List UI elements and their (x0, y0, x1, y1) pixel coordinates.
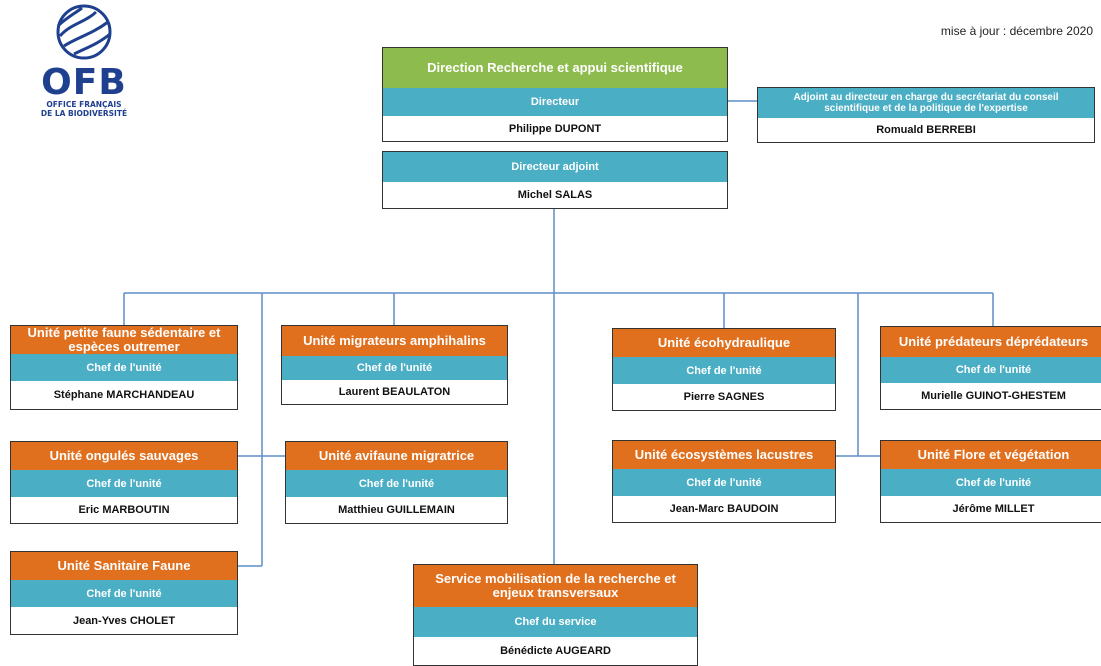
unit-migrateurs-name: Laurent BEAULATON (338, 386, 451, 398)
adjoint-conseil-role: Adjoint au directeur en charge du secrét… (758, 88, 1094, 118)
logo-subtitle: OFFICE FRANÇAIS DE LA BIODIVERSITÉ (30, 100, 138, 118)
deputy-role: Directeur adjoint (383, 152, 727, 182)
unit-predateurs-box: Unité prédateurs déprédateurs Chef de l'… (880, 326, 1101, 410)
service-name: Bénédicte AUGEARD (500, 645, 611, 657)
unit-flore-title: Unité Flore et végétation (881, 441, 1101, 469)
unit-migrateurs-title: Unité migrateurs amphihalins (282, 326, 507, 356)
unit-flore-name: Jérôme MILLET (952, 503, 1035, 515)
logo-wordmark: OFB (41, 62, 127, 103)
unit-avifaune-role: Chef de l'unité (286, 470, 507, 497)
unit-ongules-role: Chef de l'unité (11, 470, 237, 497)
adjoint-conseil-box: Adjoint au directeur en charge du secrét… (757, 87, 1095, 143)
unit-sanitaire-title: Unité Sanitaire Faune (11, 552, 237, 580)
logo-subtitle-line2: DE LA BIODIVERSITÉ (40, 109, 128, 118)
deputy-name: Michel SALAS (517, 189, 593, 201)
unit-ongules-title: Unité ongulés sauvages (11, 442, 237, 470)
unit-avifaune-name: Matthieu GUILLEMAIN (338, 504, 455, 516)
unit-ecohydraulique-title: Unité écohydraulique (613, 329, 835, 357)
unit-sanitaire-box: Unité Sanitaire Faune Chef de l'unité Je… (10, 551, 238, 635)
unit-lacustres-name: Jean-Marc BAUDOIN (669, 503, 779, 515)
unit-flore-role: Chef de l'unité (881, 469, 1101, 496)
unit-migrateurs-box: Unité migrateurs amphihalins Chef de l'u… (281, 325, 508, 405)
unit-predateurs-name: Murielle GUINOT-GHESTEM (921, 390, 1066, 402)
update-date: mise à jour : décembre 2020 (940, 24, 1093, 38)
unit-flore-box: Unité Flore et végétation Chef de l'unit… (880, 440, 1101, 523)
unit-ecohydraulique-name: Pierre SAGNES (683, 391, 765, 403)
ofb-logo-icon (56, 4, 112, 60)
unit-petite-faune-name: Stéphane MARCHANDEAU (53, 389, 195, 401)
unit-sanitaire-name: Jean-Yves CHOLET (72, 614, 176, 627)
direction-title: Direction Recherche et appui scientifiqu… (383, 48, 727, 88)
unit-lacustres-title: Unité écosystèmes lacustres (613, 441, 835, 469)
unit-ecohydraulique-role: Chef de l'unité (613, 357, 835, 384)
logo-subtitle-line1: OFFICE FRANÇAIS (46, 100, 122, 109)
unit-predateurs-role: Chef de l'unité (881, 357, 1101, 383)
service-box: Service mobilisation de la recherche et … (413, 564, 698, 666)
unit-petite-faune-box: Unité petite faune sédentaire et espèces… (10, 325, 238, 410)
adjoint-conseil-name: Romuald BERREBI (876, 124, 976, 136)
unit-sanitaire-role: Chef de l'unité (11, 580, 237, 607)
unit-predateurs-title: Unité prédateurs déprédateurs (881, 327, 1101, 357)
unit-petite-faune-role: Chef de l'unité (11, 354, 237, 381)
service-title: Service mobilisation de la recherche et … (414, 565, 697, 607)
direction-name: Philippe DUPONT (508, 122, 602, 135)
unit-migrateurs-role: Chef de l'unité (282, 356, 507, 380)
unit-avifaune-title: Unité avifaune migratrice (286, 442, 507, 470)
unit-petite-faune-title: Unité petite faune sédentaire et espèces… (11, 326, 237, 354)
unit-avifaune-box: Unité avifaune migratrice Chef de l'unit… (285, 441, 508, 524)
deputy-box: Directeur adjoint Michel SALAS (382, 151, 728, 209)
service-role: Chef du service (414, 607, 697, 637)
unit-lacustres-box: Unité écosystèmes lacustres Chef de l'un… (612, 440, 836, 523)
unit-ongules-box: Unité ongulés sauvages Chef de l'unité E… (10, 441, 238, 524)
unit-lacustres-role: Chef de l'unité (613, 469, 835, 496)
direction-box: Direction Recherche et appui scientifiqu… (382, 47, 728, 142)
direction-role: Directeur (383, 88, 727, 116)
unit-ecohydraulique-box: Unité écohydraulique Chef de l'unité Pie… (612, 328, 836, 411)
unit-ongules-name: Eric MARBOUTIN (78, 504, 170, 516)
